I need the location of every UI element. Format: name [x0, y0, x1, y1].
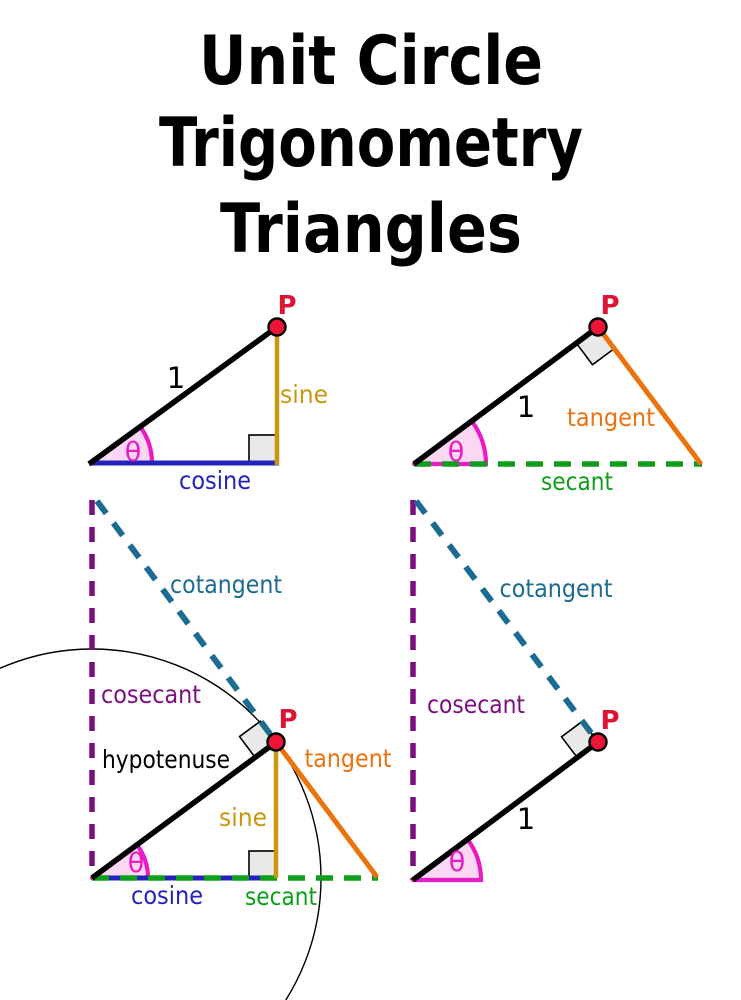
point-p-dot: [267, 317, 287, 337]
tangent-label: tangent: [305, 744, 392, 773]
diagram-full-construction: cotangent cosecant hypotenuse tangent si…: [0, 499, 392, 1000]
title-block: Unit Circle Trigonometry Triangles: [159, 22, 583, 269]
cotangent-line: [94, 499, 279, 744]
theta-angle-arc: [410, 837, 484, 883]
tangent-line: [596, 325, 703, 466]
tangent-line: [273, 740, 380, 879]
theta-label: θ: [448, 437, 465, 468]
right-angle-marker-base: [248, 850, 277, 879]
point-p-label: P: [600, 706, 619, 736]
theta-label: θ: [125, 437, 142, 468]
title-line-3: Triangles: [220, 190, 522, 269]
theta-label: θ: [449, 847, 466, 878]
title-line-1: Unit Circle: [199, 22, 543, 101]
cosecant-label: cosecant: [101, 680, 201, 709]
secant-label: secant: [245, 882, 317, 911]
cotangent-line: [413, 499, 601, 744]
point-p-dot: [588, 317, 608, 337]
theta-label: θ: [128, 848, 145, 879]
hypotenuse-line: [90, 739, 278, 881]
point-p-dot: [266, 732, 286, 752]
cotangent-label: cotangent: [170, 570, 282, 599]
cosine-label: cosine: [179, 466, 251, 495]
tangent-label: tangent: [567, 403, 655, 432]
hypotenuse-label: hypotenuse: [102, 745, 230, 774]
hypotenuse-length-label: 1: [517, 390, 535, 424]
sine-label: sine: [219, 803, 267, 832]
secant-label: secant: [541, 467, 613, 496]
right-angle-marker: [248, 434, 278, 464]
point-p-label: P: [600, 291, 619, 321]
hypotenuse-length-label: 1: [167, 361, 185, 395]
point-p-label: P: [278, 705, 297, 735]
sine-label: sine: [280, 380, 328, 409]
radius-length-label: 1: [517, 802, 535, 836]
cosecant-label: cosecant: [427, 690, 525, 719]
cosine-label: cosine: [131, 881, 203, 910]
hypotenuse-line: [412, 324, 600, 467]
point-p-label: P: [277, 291, 296, 321]
diagram-tangent-secant-triangle: 1 tangent secant θ P: [411, 291, 703, 496]
point-p-dot: [588, 732, 608, 752]
title-line-2: Trigonometry: [159, 104, 583, 183]
hypotenuse-line: [87, 324, 279, 467]
diagram-cosecant-cotangent-triangle: cotangent cosecant 1 θ P: [410, 499, 620, 883]
cotangent-label: cotangent: [500, 574, 613, 603]
diagram-sine-cosine-triangle: 1 sine cosine θ P: [87, 291, 328, 495]
radius-line: [411, 739, 600, 883]
